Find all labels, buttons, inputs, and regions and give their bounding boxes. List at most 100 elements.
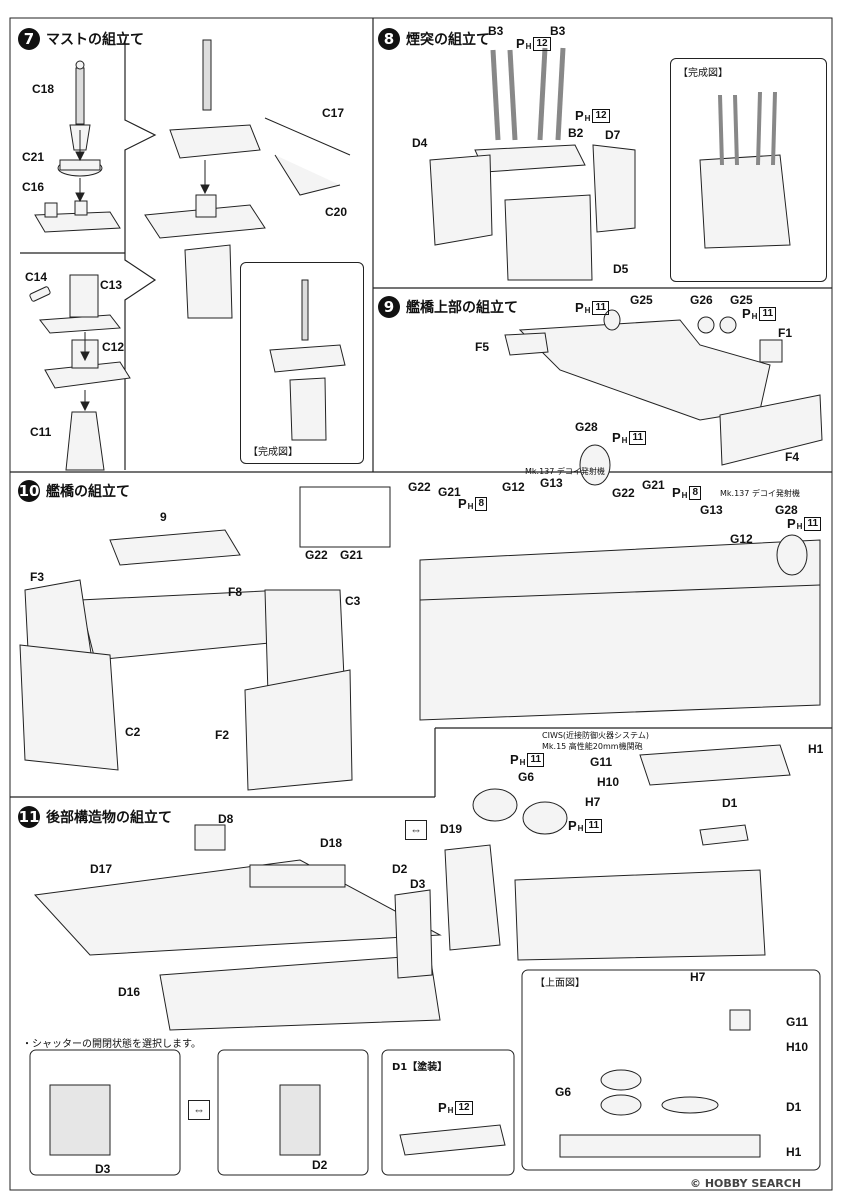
step-11-title: 後部構造物の組立て (46, 810, 172, 826)
ciws-caption-2: Mk.15 高性能20mm機関砲 (542, 742, 643, 751)
part-label: C11 (30, 425, 52, 439)
part-label: C14 (25, 270, 48, 284)
alternative-arrow-icon: ⇔ (188, 1100, 210, 1120)
step-10-header: 10 艦橋の組立て (18, 480, 130, 502)
part-label: G21 (642, 478, 665, 492)
step-9-title: 艦橋上部の組立て (406, 300, 518, 316)
part-label: G28 (575, 420, 598, 434)
part-label: D3 (95, 1162, 111, 1176)
part-label: G13 (540, 476, 563, 490)
part-label: H10 (597, 775, 620, 789)
part-label: G6 (518, 770, 535, 784)
step-10-title: 艦橋の組立て (46, 484, 130, 500)
part-label: B3 (550, 24, 566, 38)
step-9-header: 9 艦橋上部の組立て (378, 296, 518, 318)
paint-caption: D1【塗装】 (392, 1062, 448, 1073)
part-label: D18 (320, 836, 343, 850)
completed-view-7 (240, 262, 364, 464)
part-label: C13 (100, 278, 123, 292)
decoy-caption: Mk.137 デコイ発射機 (525, 467, 605, 476)
bridge-top-parts (504, 309, 823, 466)
part-label: D2 (312, 1158, 328, 1172)
part-label: G25 (630, 293, 653, 307)
decoy-caption: Mk.137 デコイ発射機 (720, 489, 800, 498)
part-label: D8 (218, 812, 234, 826)
step-11-number: 11 (18, 806, 40, 828)
step-8-header: 8 煙突の組立て (378, 28, 490, 50)
top-view-caption: 【上面図】 (535, 978, 585, 989)
part-label: D1 (786, 1100, 802, 1114)
part-label: G6 (555, 1085, 572, 1099)
sheet-border (9, 17, 833, 1191)
step-7-title: マストの組立て (46, 32, 144, 48)
part-label: C12 (102, 340, 125, 354)
part-label: C16 (22, 180, 45, 194)
part-label: D5 (613, 262, 629, 276)
part-label: G22 (408, 480, 431, 494)
step-10-number: 10 (18, 480, 40, 502)
step-ref: 9 (160, 510, 167, 524)
part-label: C18 (32, 82, 55, 96)
part-label: H7 (690, 970, 706, 984)
completed-caption: 【完成図】 (248, 447, 298, 458)
part-label: D1 (722, 796, 738, 810)
part-label: H1 (786, 1145, 802, 1159)
part-label: G25 (730, 293, 753, 307)
step-7-number: 7 (18, 28, 40, 50)
mast-parts (29, 39, 351, 471)
part-label: D2 (392, 862, 408, 876)
part-label: F2 (215, 728, 230, 742)
part-label: G28 (775, 503, 798, 517)
part-label: D4 (412, 136, 428, 150)
step-7-header: 7 マストの組立て (18, 28, 144, 50)
ciws-caption-1: CIWS(近接防御火器システム) (542, 731, 649, 740)
part-label: H10 (786, 1040, 809, 1054)
part-label: B3 (488, 24, 504, 38)
completed-caption: 【完成図】 (678, 68, 728, 79)
part-label: G11 (590, 755, 613, 769)
completed-view-8 (670, 58, 827, 282)
part-label: G22 (305, 548, 328, 562)
bridge-parts (19, 444, 821, 791)
part-label: G13 (700, 503, 723, 517)
rear-parts (29, 744, 821, 1176)
part-label: B2 (568, 126, 584, 140)
part-label: G12 (502, 480, 525, 494)
part-label: F8 (228, 585, 243, 599)
part-label: H1 (808, 742, 824, 756)
part-label: G21 (438, 485, 461, 499)
step-8-number: 8 (378, 28, 400, 50)
part-label: C2 (125, 725, 141, 739)
part-label: D19 (440, 822, 463, 836)
part-label: D17 (90, 862, 113, 876)
part-label: F1 (778, 326, 793, 340)
part-label: C20 (325, 205, 348, 219)
arrows-7 (75, 130, 210, 412)
part-label: D3 (410, 877, 426, 891)
funnel-parts (429, 47, 791, 281)
step-11-header: 11 後部構造物の組立て (18, 806, 172, 828)
part-label: C21 (22, 150, 45, 164)
shutter-note: ・シャッターの開閉状態を選択します。 (22, 1039, 201, 1050)
part-label: D7 (605, 128, 621, 142)
part-label: G12 (730, 532, 753, 546)
step-8-title: 煙突の組立て (406, 32, 490, 48)
alternative-arrow-icon: ⇔ (405, 820, 427, 840)
part-label: G26 (690, 293, 713, 307)
part-label: F4 (785, 450, 800, 464)
part-label: C17 (322, 106, 345, 120)
part-label: C3 (345, 594, 361, 608)
part-label: F5 (475, 340, 490, 354)
watermark: © HOBBY SEARCH (690, 1177, 802, 1190)
